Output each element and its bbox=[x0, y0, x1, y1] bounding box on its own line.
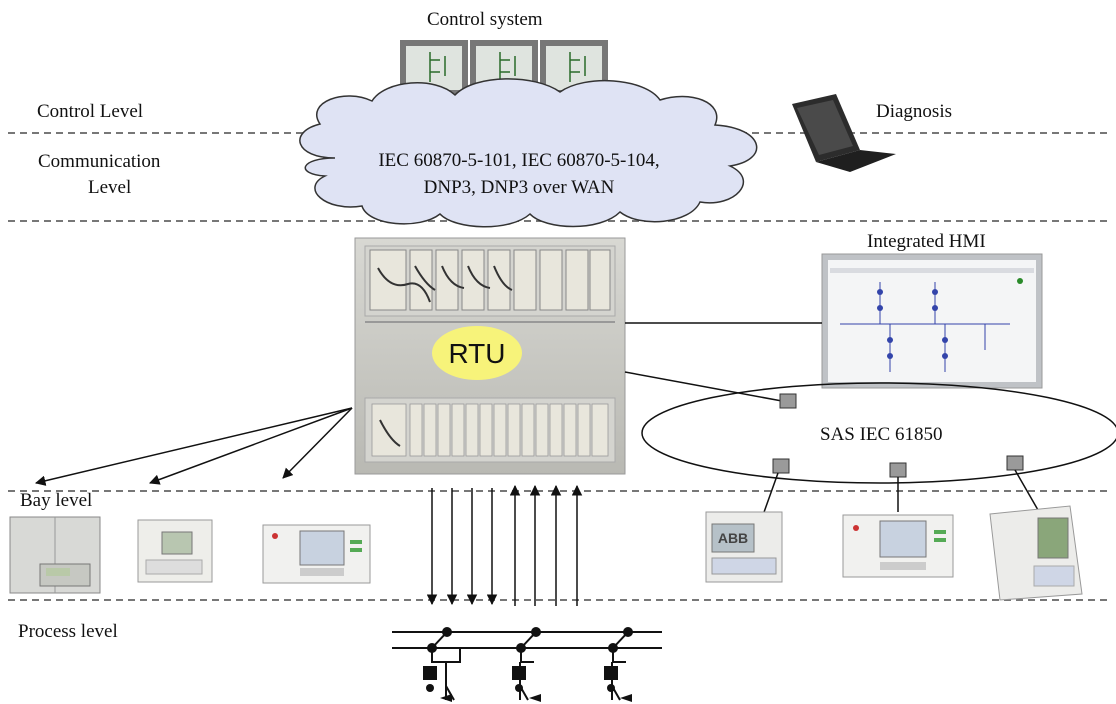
integrated-hmi-screen bbox=[821, 253, 1043, 389]
communication-cloud: IEC 60870-5-101, IEC 60870-5-104, DNP3, … bbox=[299, 78, 758, 228]
sas-ring-label: SAS IEC 61850 bbox=[820, 424, 942, 445]
sas-node-1 bbox=[772, 458, 790, 474]
cloud-protocols-line1: IEC 60870-5-101, IEC 60870-5-104, bbox=[378, 150, 659, 171]
bay-device-relay-center bbox=[842, 514, 954, 578]
bay-device-relay-left bbox=[262, 524, 371, 584]
rtu-to-sas-link bbox=[624, 371, 783, 402]
rtu-label: RTU bbox=[448, 338, 505, 369]
level-dividers bbox=[8, 132, 1110, 601]
rtu-to-bay-arrows bbox=[34, 407, 353, 486]
communication-level-label: Communication bbox=[38, 151, 161, 172]
diagnosis-laptop bbox=[792, 94, 896, 172]
rtu-badge bbox=[432, 326, 522, 380]
integrated-hmi-label: Integrated HMI bbox=[867, 231, 986, 252]
relay-brand-label: ABB bbox=[718, 530, 748, 546]
bay-device-cabinet bbox=[9, 516, 101, 594]
sas-node-3 bbox=[1006, 455, 1024, 471]
diagnosis-label: Diagnosis bbox=[876, 101, 952, 122]
bay-device-meter bbox=[137, 519, 213, 583]
sas-node-rtu bbox=[779, 393, 797, 409]
bay-device-ied-right bbox=[989, 505, 1083, 601]
rtu-cabinet: RTU bbox=[354, 237, 626, 475]
cloud-protocols-line2: DNP3, DNP3 over WAN bbox=[424, 177, 615, 198]
control-level-label: Control Level bbox=[37, 101, 143, 122]
process-level-label: Process level bbox=[18, 621, 118, 642]
busbar-nodes bbox=[423, 627, 633, 702]
bay-device-relay-abb: ABB bbox=[705, 511, 783, 583]
communication-level-label-2: Level bbox=[88, 177, 131, 198]
process-io-arrows bbox=[426, 484, 583, 606]
bay-level-label: Bay level bbox=[20, 490, 92, 511]
sas-node-2 bbox=[889, 462, 907, 478]
control-system-label: Control system bbox=[427, 9, 543, 30]
sas-ring: SAS IEC 61850 bbox=[624, 371, 1116, 516]
